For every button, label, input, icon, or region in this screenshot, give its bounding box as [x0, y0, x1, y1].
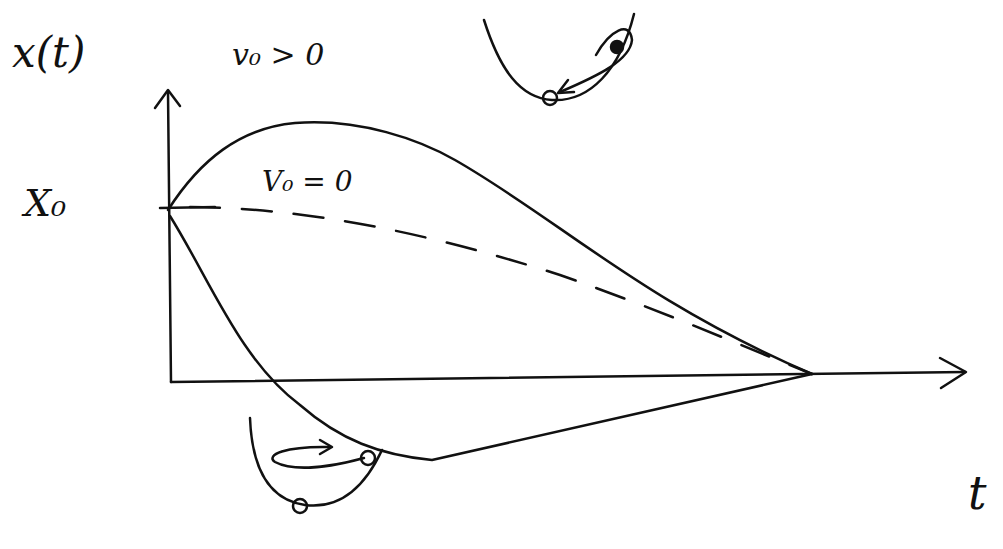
ball-filled: [611, 41, 623, 53]
ball-open: [361, 451, 375, 465]
condition-label: V₀ = 0: [262, 168, 353, 196]
curve-positive-v0: [168, 122, 812, 374]
motion-arrowhead: [558, 80, 574, 93]
y-axis-arrowhead: [155, 90, 180, 108]
curve-zero-v0: [190, 207, 812, 374]
t-axis-arrowhead: [940, 358, 966, 388]
ball-open: [293, 499, 307, 513]
motion-arrowhead: [320, 440, 332, 454]
t-axis: [171, 372, 965, 382]
curve-negative-v0: [170, 216, 812, 460]
condition-label: v₀ > 0: [232, 40, 324, 70]
axis-label: t: [968, 470, 987, 516]
bowl-sketch: [484, 14, 634, 100]
motion-arrow: [272, 447, 364, 468]
motion-arrow: [560, 29, 632, 92]
y-axis: [168, 92, 171, 382]
bowl-sketch: [250, 418, 382, 506]
ball-open: [543, 91, 557, 105]
initial-position-label: X₀: [24, 184, 66, 222]
axis-label: x(t): [12, 32, 85, 74]
